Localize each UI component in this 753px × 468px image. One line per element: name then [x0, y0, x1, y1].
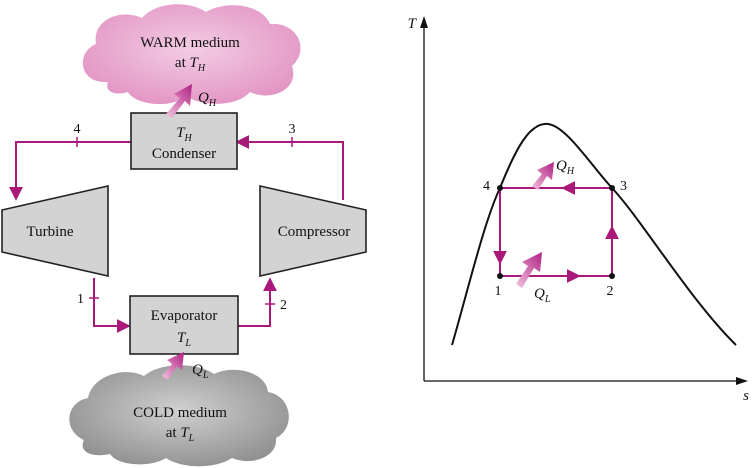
refrigerant-flow-lines — [9, 135, 344, 333]
ts-qh-sub: H — [566, 166, 575, 177]
evaporator-box: Evaporator TL — [129, 295, 239, 355]
ts-point-4 — [497, 185, 503, 191]
s-axis-label: s — [743, 388, 749, 404]
ts-point-2 — [609, 273, 615, 279]
ts-point-3 — [609, 185, 615, 191]
turbine: Turbine — [1, 184, 109, 278]
evaporator-temp-sub: L — [184, 338, 191, 349]
flow-line-2 — [238, 277, 277, 327]
condenser-box: TH Condenser — [130, 112, 238, 170]
cold-temp-var: T — [180, 425, 190, 441]
state-label-3: 3 — [289, 122, 296, 137]
evaporator-label: Evaporator — [151, 308, 218, 324]
cold-medium-cloud: COLD medium at TL — [69, 365, 289, 467]
flow-line-3 — [235, 135, 344, 200]
t-axis-arrowhead — [420, 16, 428, 28]
ql-left-sub: L — [202, 370, 209, 381]
state-label-4: 4 — [74, 122, 81, 137]
condenser-temp-var: T — [176, 125, 186, 141]
qh-left-var: Q — [198, 90, 209, 106]
ts-heat-absorption-arrow — [516, 252, 542, 288]
evaporator-temperature: TL — [177, 330, 191, 349]
warm-medium-title: WARM medium — [140, 35, 240, 51]
t-axis-label: T — [408, 16, 418, 32]
warm-medium-temperature: at TH — [175, 55, 206, 74]
ts-ql-var: Q — [534, 286, 545, 302]
ql-left-var: Q — [192, 362, 203, 378]
turbine-label: Turbine — [27, 224, 74, 240]
warm-temp-prefix: at — [175, 55, 190, 71]
condenser-temperature: TH — [176, 125, 192, 144]
ts-point-1 — [497, 273, 503, 279]
state-label-1: 1 — [77, 292, 84, 307]
qh-label-left: QH — [198, 90, 217, 109]
ts-label-3: 3 — [620, 179, 627, 194]
cold-medium-title: COLD medium — [133, 405, 227, 421]
saturation-dome — [451, 122, 737, 346]
compressor-label: Compressor — [278, 224, 351, 240]
ts-diagram: T s 4 3 1 2 QH QL — [408, 16, 749, 404]
compressor: Compressor — [259, 184, 367, 278]
flow-line-1 — [93, 278, 131, 333]
s-axis-arrowhead — [736, 377, 748, 385]
ts-heat-rejection-arrow — [532, 162, 554, 190]
ts-qh-label: QH — [556, 158, 575, 177]
warm-temp-var: T — [190, 55, 200, 71]
ts-label-4: 4 — [483, 179, 490, 194]
cold-temp-prefix: at — [166, 425, 181, 441]
ts-ql-label: QL — [534, 286, 551, 305]
evaporator-temp-var: T — [177, 330, 187, 346]
warm-temp-sub: H — [197, 63, 206, 74]
cold-medium-temperature: at TL — [166, 425, 195, 444]
ts-qh-var: Q — [556, 158, 567, 174]
ts-ql-sub: L — [544, 294, 551, 305]
warm-medium-cloud: WARM medium at TH — [82, 4, 301, 105]
ql-label-left: QL — [192, 362, 209, 381]
cold-temp-sub: L — [188, 433, 195, 444]
flow-line-4 — [9, 141, 131, 201]
ts-label-1: 1 — [495, 284, 502, 299]
heat-rejection-arrow — [166, 84, 192, 118]
condenser-label: Condenser — [152, 146, 216, 162]
state-label-2: 2 — [280, 298, 287, 313]
ts-label-2: 2 — [607, 284, 614, 299]
condenser-temp-sub: H — [184, 133, 193, 144]
heat-absorption-arrow — [162, 352, 184, 380]
qh-left-sub: H — [208, 98, 217, 109]
